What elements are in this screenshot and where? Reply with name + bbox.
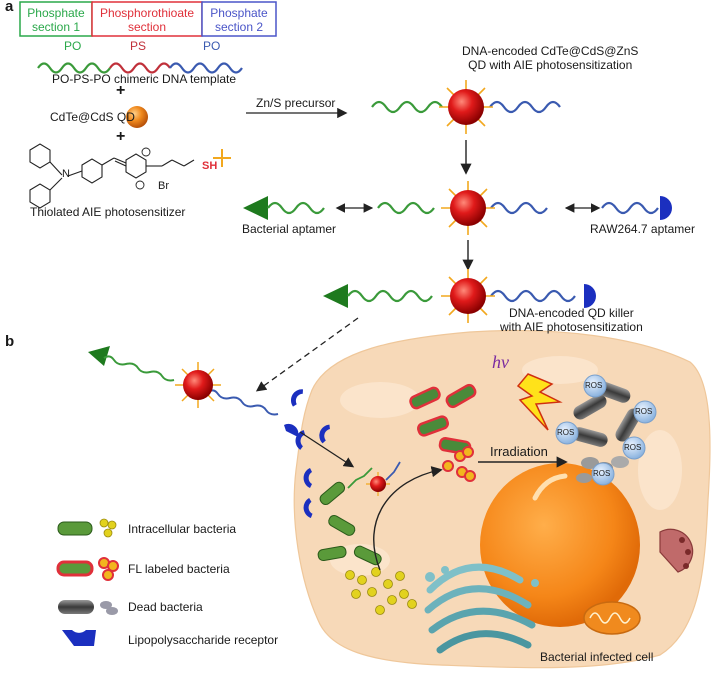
fl-bacteria-cluster <box>409 383 477 482</box>
legend-fl-labeled: FL labeled bacteria <box>128 562 230 576</box>
hv-label: hν <box>492 352 509 372</box>
template-po-left <box>37 62 111 74</box>
ps-label: PS <box>130 39 147 53</box>
intracellular-bacteria-cluster <box>317 481 417 615</box>
br-label: Br <box>158 180 169 192</box>
raw-aptamer-graphic <box>601 196 672 220</box>
cell-caption: Bacterial infected cell <box>540 650 654 664</box>
product1-qd <box>371 80 561 134</box>
legend-receptor: Lipopolysaccharide receptor <box>128 633 279 647</box>
zns-label: Zn/S precursor <box>256 96 336 110</box>
plus-1: + <box>116 82 126 99</box>
dashed-arrow <box>255 317 359 392</box>
legend-intracellular: Intracellular bacteria <box>128 522 237 536</box>
template-po-right <box>169 62 243 74</box>
ros-label-3: ROS <box>557 428 575 437</box>
raw-aptamer-label: RAW264.7 aptamer <box>590 222 695 236</box>
lightning-icon <box>516 373 563 431</box>
free-qd-killer <box>88 346 299 437</box>
ros-bubbles <box>555 374 657 486</box>
plus-2: + <box>116 128 126 145</box>
mitochondrion <box>583 601 641 635</box>
nucleus <box>480 463 640 627</box>
po-left-label: PO <box>64 39 82 53</box>
po-right-label: PO <box>203 39 221 53</box>
golgi <box>424 563 536 654</box>
section-1-label: Phosphate section 1 <box>27 6 85 34</box>
bacterial-aptamer-label: Bacterial aptamer <box>242 222 337 236</box>
aie-structure <box>29 143 195 209</box>
qd-killer <box>323 269 596 323</box>
section-box-2 <box>91 1 203 37</box>
qd-label: CdTe@CdS QD <box>50 110 135 124</box>
ros-label-4: ROS <box>624 443 642 452</box>
cdte-qd-sphere <box>126 106 148 128</box>
n-label: N <box>62 168 70 180</box>
panel-b-label: b <box>5 333 15 350</box>
ros-label-2: ROS <box>635 407 653 416</box>
entry-arrow <box>299 431 355 468</box>
internalization-arrow <box>373 466 443 571</box>
sh-spark <box>213 149 231 167</box>
section-box-1 <box>19 1 93 37</box>
legend-dead: Dead bacteria <box>128 600 203 614</box>
section-3-label: Phosphate section 2 <box>210 6 268 34</box>
product1-caption: DNA-encoded CdTe@CdS@ZnS QD with AIE pho… <box>462 44 639 72</box>
product2-caption: DNA-encoded QD killer with AIE photosens… <box>500 306 643 334</box>
template-caption: PO-PS-PO chimeric DNA template <box>52 72 237 86</box>
aptamer-qd <box>377 181 548 235</box>
ros-label-5: ROS <box>593 469 611 478</box>
inner-qd <box>347 461 401 496</box>
bacterial-aptamer-graphic <box>243 196 325 220</box>
lysosome <box>659 528 694 573</box>
ros-label-1: ROS <box>585 381 603 390</box>
sh-label: SH <box>202 160 218 172</box>
nucleus-highlight <box>532 473 568 501</box>
template-ps <box>109 62 171 74</box>
aie-caption: Thiolated AIE photosensitizer <box>30 205 186 219</box>
irradiation-label: Irradiation <box>490 444 548 459</box>
section-2-label: Phosphorothioate section <box>99 6 195 34</box>
section-box-3 <box>201 1 277 37</box>
panel-a-label: a <box>5 0 14 15</box>
legend-icons <box>56 518 119 646</box>
golgi-vesicles <box>425 566 539 587</box>
